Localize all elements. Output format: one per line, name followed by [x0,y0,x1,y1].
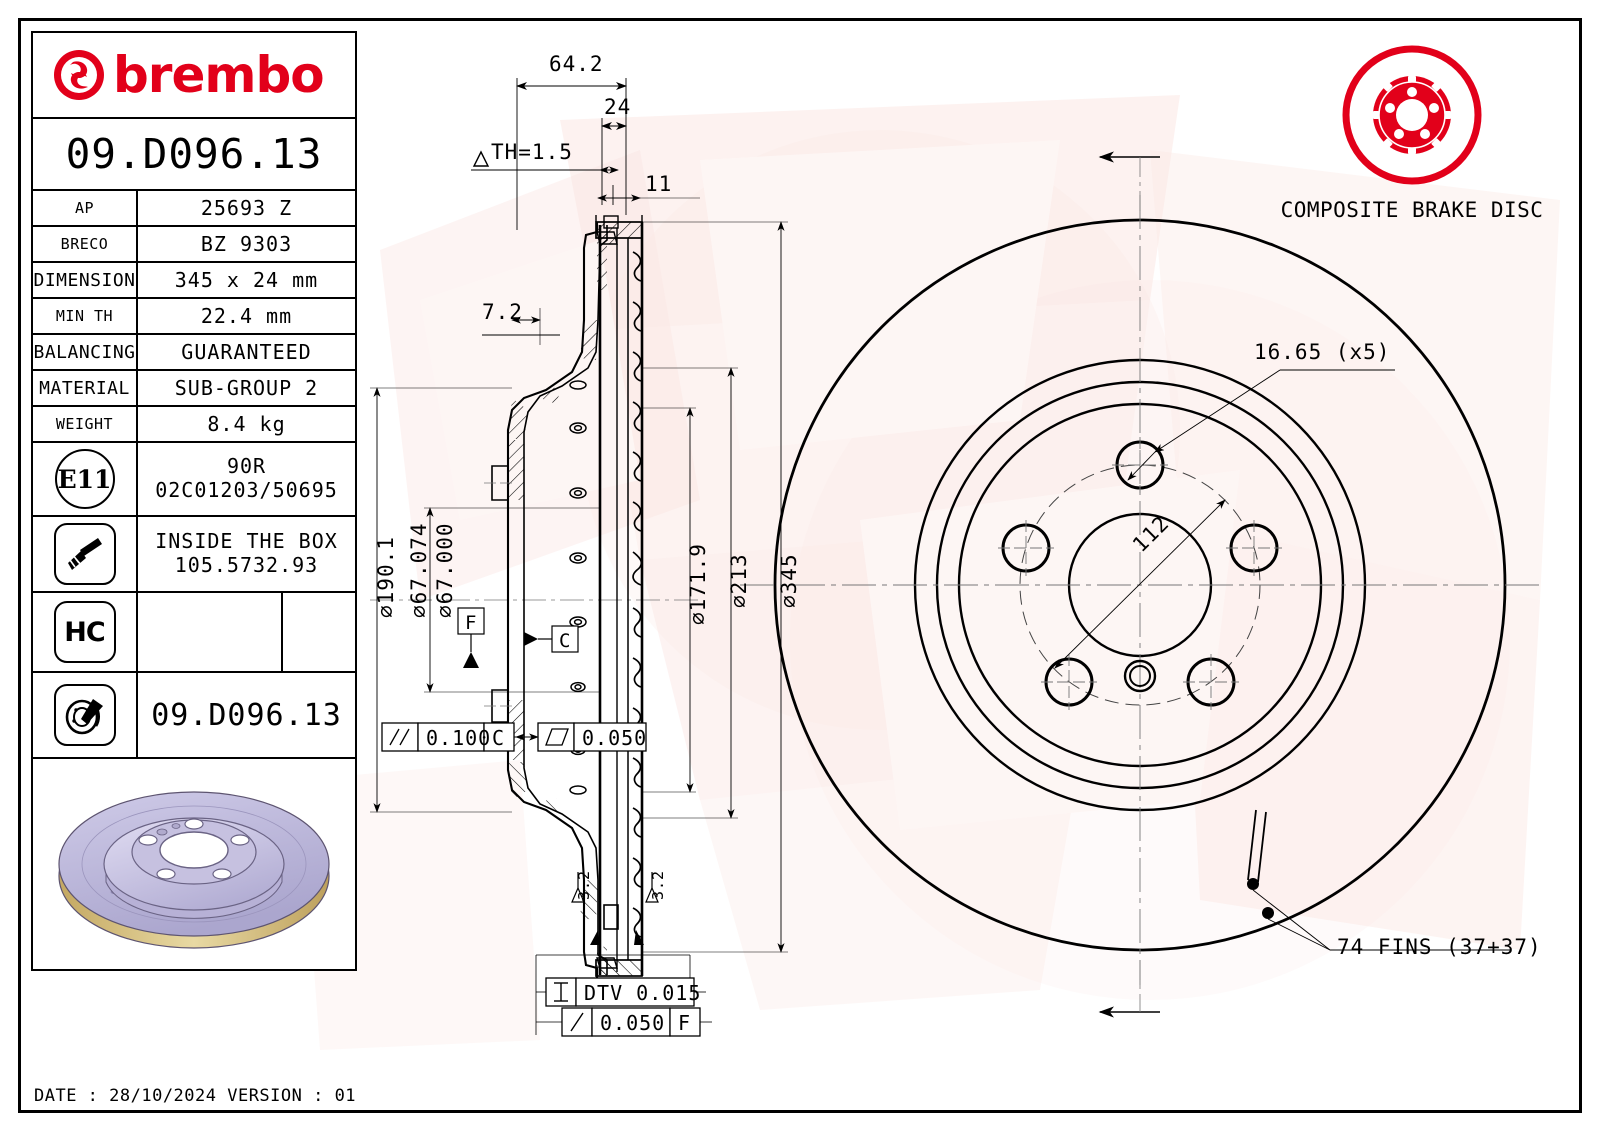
row-value: GUARANTEED [181,340,312,364]
brake-disc-icon [53,684,116,746]
dim-overall-width: 64.2 [549,52,604,76]
row-label: BRECO [33,227,138,261]
dia-67-lower: ⌀67.000 [433,522,457,618]
surface-finish-left: 3.2 [575,869,593,900]
row-label: MATERIAL [33,371,138,405]
table-row-homologation: E11 90R 02C01203/50695 [33,443,355,517]
brake-disc-icon-glyph [65,699,103,735]
tol-runout-datum: F [678,1011,692,1035]
composite-logo-caption: COMPOSITE BRAKE DISC [1280,198,1544,222]
row-value: BZ 9303 [200,232,293,256]
dia-67-upper: ⌀67.074 [407,522,431,618]
screw-icon [53,523,116,585]
dim-th-variation: TH=1.5 [491,140,573,164]
dim-hat-offset: 7.2 [482,300,523,324]
datum-f-label: F [465,612,478,634]
fins-label: 74 FINS (37+37) [1337,935,1542,959]
part-number-header: 09.D096.13 [33,119,355,191]
hc-empty-cell-left [138,593,283,671]
part-number-value: 09.D096.13 [65,130,323,178]
row-value: 345 x 24 mm [174,268,319,292]
accessory-value: INSIDE THE BOX 105.5732.93 [138,517,355,591]
hole-diameter-label: 16.65 (x5) [1254,340,1391,364]
row-value: SUB-GROUP 2 [174,376,319,400]
specification-table: brembo 09.D096.13 AP 25693 Z BRECO BZ 93… [31,31,357,971]
brake-disc-badge [33,673,138,757]
homologation-line2: 02C01203/50695 [155,478,338,502]
e11-badge: E11 [33,443,138,515]
row-value: 8.4 kg [207,412,286,436]
surface-finish-right: 3.2 [649,869,667,900]
table-row-weight: WEIGHT 8.4 kg [33,407,355,443]
composite-brake-disc-logo: COMPOSITE BRAKE DISC [1262,40,1562,222]
e11-badge-label: E11 [54,449,115,509]
dia-190: ⌀190.1 [374,536,398,618]
table-row-min-th: MIN TH 22.4 mm [33,299,355,335]
table-row-ap: AP 25693 Z [33,191,355,227]
datum-c-label: C [559,630,572,652]
tol-parallel-value: 0.100 [426,726,492,750]
dim-11: 11 [645,172,673,196]
hc-badge-box: HC [53,601,116,663]
row-label: DIMENSION [33,263,138,297]
row-label: WEIGHT [33,407,138,441]
footer-text: DATE : 28/10/2024 VERSION : 01 [34,1086,357,1106]
screw-badge [33,517,138,591]
row-label: MIN TH [33,299,138,333]
table-row-hc: HC [33,593,355,673]
product-part-number: 09.D096.13 [151,697,342,733]
dia-171: ⌀171.9 [686,543,710,625]
accessory-line1: INSIDE THE BOX [155,529,338,554]
composite-disc-logo-icon [1342,45,1482,185]
tol-flat-value: 0.050 [582,726,648,750]
tol-dtv-value: DTV 0.015 [584,981,702,1005]
table-row-material: MATERIAL SUB-GROUP 2 [33,371,355,407]
brembo-logo-mark: brembo [53,46,325,104]
svg-text:brembo: brembo [113,46,324,104]
table-row-breco: BRECO BZ 9303 [33,227,355,263]
homologation-value: 90R 02C01203/50695 [138,443,355,515]
disc-render-image [58,791,330,949]
table-row-accessory: INSIDE THE BOX 105.5732.93 [33,517,355,593]
row-value: 22.4 mm [200,304,293,328]
dia-213: ⌀213 [727,553,751,608]
hc-badge: HC [33,593,138,671]
row-label: AP [33,191,138,225]
accessory-line2: 105.5732.93 [174,553,319,577]
brembo-logo: brembo [33,33,355,119]
screw-icon-glyph [67,538,102,570]
table-row-dimension: DIMENSION 345 x 24 mm [33,263,355,299]
dim-disc-thickness: 24 [604,95,632,119]
tol-parallel-datum: C [492,726,506,750]
table-row-product: 09.D096.13 [33,673,355,759]
tol-runout-value: 0.050 [600,1011,666,1035]
homologation-line1: 90R [226,454,267,479]
row-label: BALANCING [33,335,138,369]
table-row-balancing: BALANCING GUARANTEED [33,335,355,371]
hc-badge-label: HC [64,616,105,648]
drawing-frame [18,18,1582,1113]
product-photo [33,759,355,969]
row-value: 25693 Z [200,196,293,220]
dia-345: ⌀345 [777,553,801,608]
